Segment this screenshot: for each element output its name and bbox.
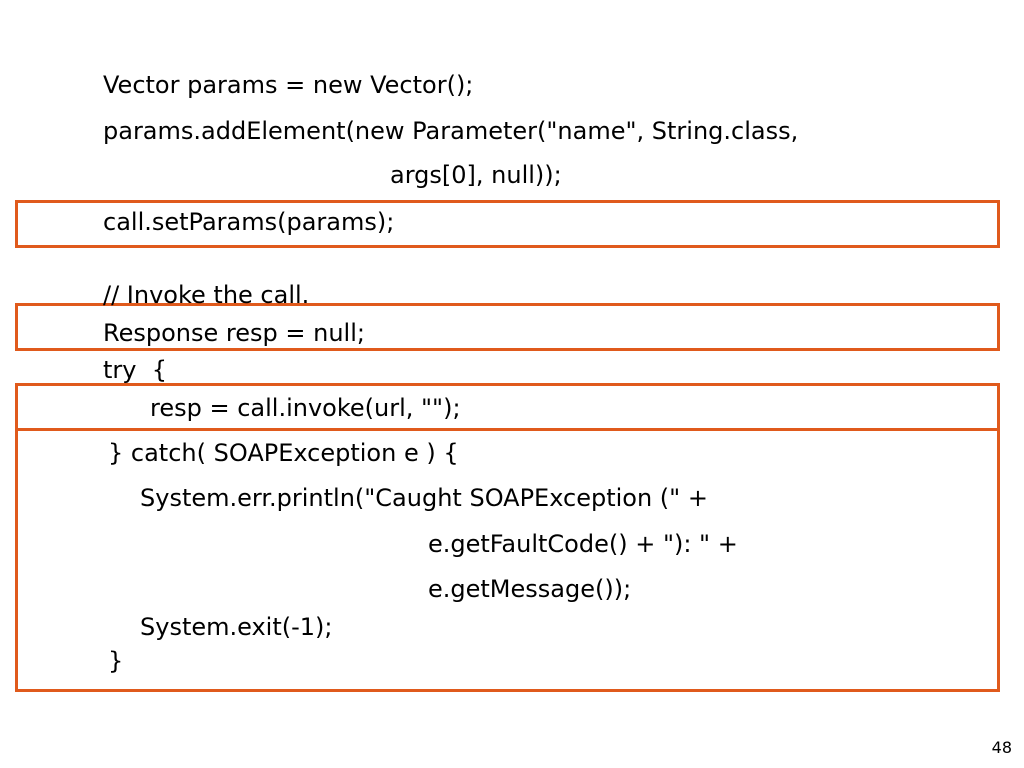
code-line-response-null: Response resp = null; — [103, 319, 365, 347]
highlight-box-catch — [15, 428, 1000, 692]
highlight-box-setparams — [15, 200, 1000, 248]
code-line-get-message: e.getMessage()); — [428, 575, 632, 603]
code-line-try: try { — [103, 356, 168, 384]
code-line-vector-params: Vector params = new Vector(); — [103, 71, 474, 99]
code-line-invoke-comment: // Invoke the call. — [103, 281, 310, 309]
slide-number: 48 — [991, 738, 1012, 757]
code-line-invoke: resp = call.invoke(url, ""); — [150, 394, 461, 422]
code-line-set-params: call.setParams(params); — [103, 208, 395, 236]
code-line-println: System.err.println("Caught SOAPException… — [140, 484, 708, 512]
code-line-closing-brace: } — [108, 647, 124, 675]
code-line-system-exit: System.exit(-1); — [140, 613, 333, 641]
code-line-add-element: params.addElement(new Parameter("name", … — [103, 117, 799, 145]
code-line-add-element-args: args[0], null)); — [390, 161, 562, 189]
code-line-fault-code: e.getFaultCode() + "): " + — [428, 530, 738, 558]
code-line-catch: } catch( SOAPException e ) { — [108, 439, 459, 467]
highlight-box-response — [15, 303, 1000, 351]
